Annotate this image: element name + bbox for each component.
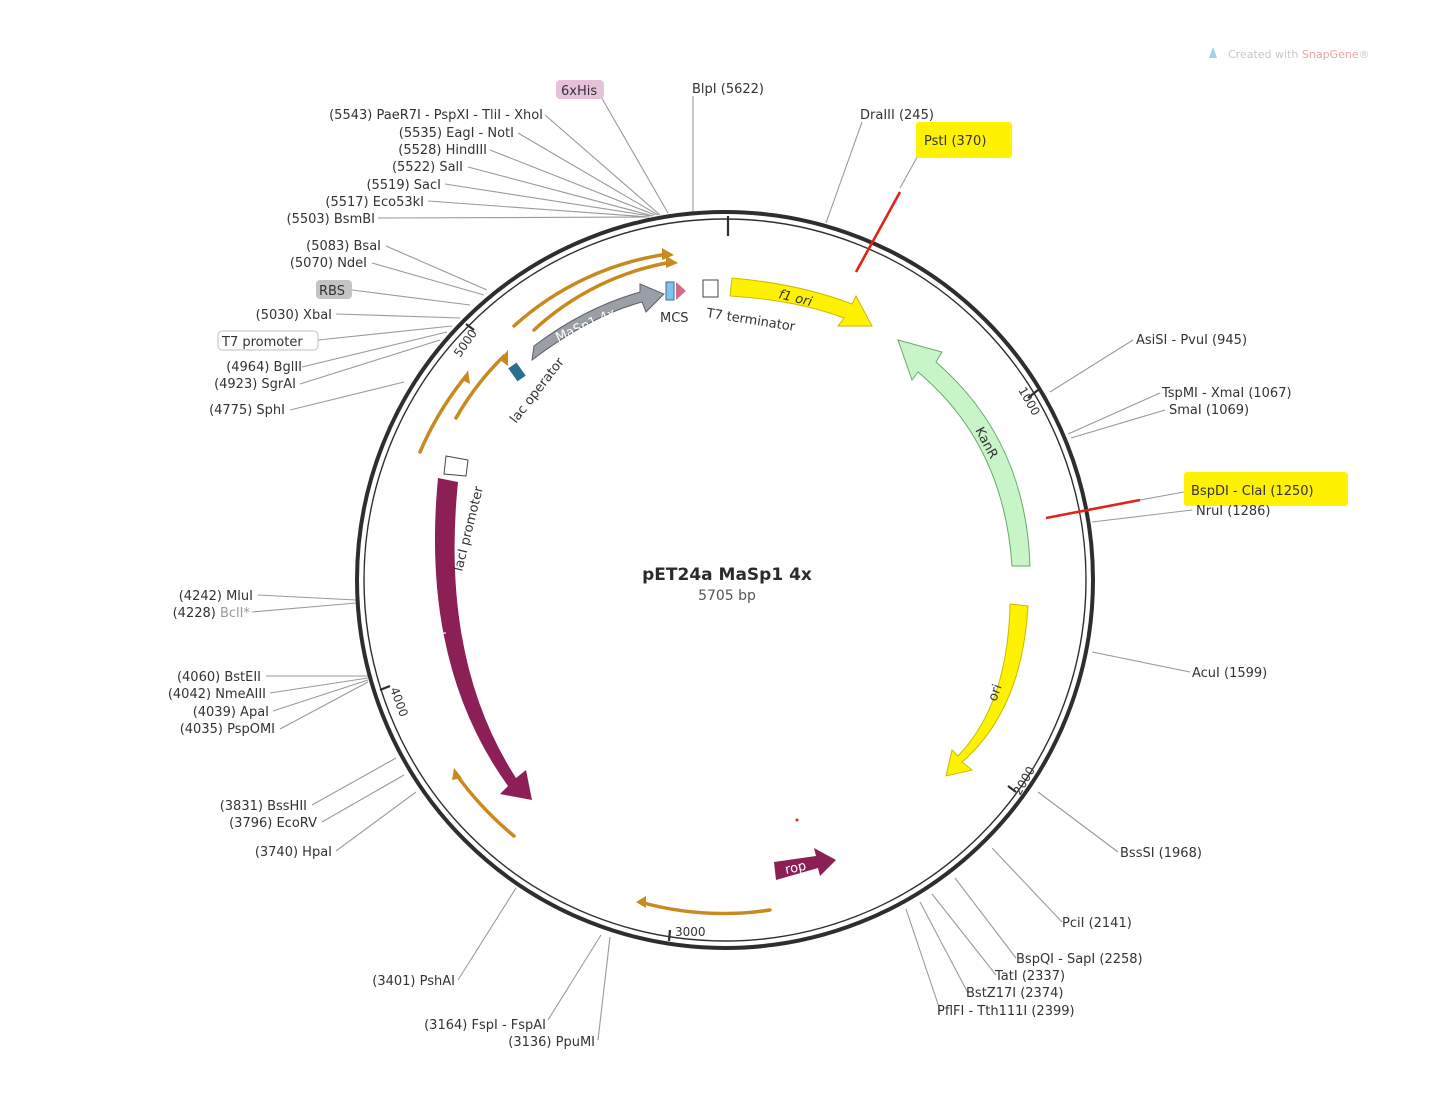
orf-arrow xyxy=(454,354,506,420)
feature-label-t7-terminator: T7 terminator xyxy=(704,306,796,335)
rbs-label: RBS xyxy=(319,284,345,299)
feature-kanr: KanR xyxy=(897,339,1031,567)
site-ecorv: (3796) EcoRV xyxy=(229,816,317,831)
feature-mcs: MCS xyxy=(660,281,689,326)
feature-lac-operator: lac operator xyxy=(507,355,568,427)
site-asisi: AsiSI - PvuI (945) xyxy=(1136,333,1247,348)
sixhis-label: 6xHis xyxy=(561,84,597,99)
bspdi-highlight xyxy=(1184,472,1348,506)
site-pspomi: (4035) PspOMI xyxy=(180,722,275,737)
orf-arrow xyxy=(638,900,772,916)
site-acui: AcuI (1599) xyxy=(1192,666,1267,681)
boxed-labels: 6xHis RBS T7 promoter xyxy=(217,80,604,351)
site-bstz17i: BstZ17I (2374) xyxy=(966,986,1063,1001)
site-bglii: (4964) BglII xyxy=(226,360,302,375)
site-bspdi: BspDI - ClaI (1250) xyxy=(1191,484,1314,499)
psti-cut-line xyxy=(854,191,902,273)
left-site-labels: (5543) PaeR7I - PspXI - TliI - XhoI (553… xyxy=(168,108,595,1050)
site-eagi: (5535) EagI - NotI xyxy=(399,126,514,141)
feature-label-ori: ori xyxy=(986,682,1006,703)
site-mlui: (4242) MluI xyxy=(179,589,253,604)
plasmid-backbone xyxy=(355,210,1095,950)
plasmid-size: 5705 bp xyxy=(698,588,756,604)
orf-arrowheads xyxy=(452,248,678,908)
site-bcli-number: (4228) xyxy=(173,606,216,621)
site-hindiii: (5528) HindIII xyxy=(398,143,487,158)
t7-promoter-box xyxy=(217,330,319,351)
site-sali: (5522) SalI xyxy=(392,160,463,175)
orf-arrow xyxy=(454,772,516,838)
site-bcli: (4228) BclI* xyxy=(173,606,251,621)
site-nrui: NruI (1286) xyxy=(1196,504,1271,519)
site-blpi: BlpI (5622) xyxy=(692,82,764,97)
site-nmeaiii: (4042) NmeAIII xyxy=(168,687,266,702)
site-ndei: (5070) NdeI xyxy=(290,256,367,271)
orf-arrow xyxy=(512,252,670,328)
site-fspi: (3164) FspI - FspAI xyxy=(424,1018,546,1033)
site-smai: SmaI (1069) xyxy=(1169,403,1249,418)
feature-rop: rop xyxy=(774,848,836,880)
tick-3000 xyxy=(667,929,672,942)
site-bsssi: BssSI (1968) xyxy=(1120,846,1202,861)
site-eco53ki: (5517) Eco53kI xyxy=(325,195,424,210)
site-bspqi: BspQI - SapI (2258) xyxy=(1016,952,1143,967)
t7-promoter-label: T7 promoter xyxy=(221,335,303,350)
psti-highlight xyxy=(916,122,1012,158)
watermark-brand: SnapGene xyxy=(1302,48,1359,61)
watermark-suffix: ® xyxy=(1359,48,1370,61)
feature-label-laci: lacI xyxy=(432,631,449,655)
site-pcii: PciI (2141) xyxy=(1062,916,1132,931)
site-ppumi: (3136) PpuMI xyxy=(508,1035,595,1050)
site-sgrai: (4923) SgrAI xyxy=(214,377,296,392)
cut-lines xyxy=(854,191,1141,520)
site-bsteii: (4060) BstEII xyxy=(177,670,261,685)
site-draiii: DraIII (245) xyxy=(860,108,934,123)
tick-5000 xyxy=(465,323,475,331)
svg-text:Created with SnapGene®: Created with SnapGene® xyxy=(1228,48,1370,61)
tick-2000 xyxy=(1007,785,1017,793)
site-hpai: (3740) HpaI xyxy=(255,845,332,860)
site-pflfi: PflFI - Tth111I (2399) xyxy=(937,1004,1075,1019)
tick-label-3000: 3000 xyxy=(675,925,706,939)
sixhis-box xyxy=(556,80,604,99)
tick-label-4000: 4000 xyxy=(387,685,411,718)
tick-1000 xyxy=(1027,389,1039,399)
site-bsai: (5083) BsaI xyxy=(306,239,381,254)
feature-label-mcs: MCS xyxy=(660,311,689,326)
site-xbai: (5030) XbaI xyxy=(256,308,332,323)
site-psti: PstI (370) xyxy=(924,134,986,149)
site-saci: (5519) SacI xyxy=(366,178,441,193)
snapgene-logo-icon xyxy=(1209,47,1217,58)
bspdi-cut-line xyxy=(1045,498,1141,520)
rbs-box xyxy=(316,280,352,299)
site-tati: TatI (2337) xyxy=(994,969,1065,984)
feature-laci: lacI xyxy=(432,478,532,800)
feature-label-rop: rop xyxy=(784,859,808,878)
right-site-labels: BlpI (5622) DraIII (245) PstI (370) AsiS… xyxy=(692,82,1314,1019)
site-tspmi: TspMI - XmaI (1067) xyxy=(1161,386,1292,401)
site-pshai: (3401) PshAI xyxy=(372,974,455,989)
feature-ori: ori xyxy=(945,603,1029,777)
leader-lines xyxy=(251,94,1193,1041)
site-bsshii: (3831) BssHII xyxy=(220,799,307,814)
site-bsmbi: (5503) BsmBI xyxy=(287,212,375,227)
site-bcli-name: BclI* xyxy=(220,606,251,621)
site-paer7i: (5543) PaeR7I - PspXI - TliI - XhoI xyxy=(329,108,543,123)
tick-4000 xyxy=(379,684,391,692)
site-sphi: (4775) SphI xyxy=(209,403,285,418)
feature-label-laci-promoter: lacI promoter xyxy=(451,484,487,573)
plasmid-name: pET24a MaSp1 4x xyxy=(642,565,812,585)
orf-arrow xyxy=(532,260,674,332)
snapgene-watermark: Created with SnapGene® xyxy=(1209,47,1370,61)
site-apai: (4039) ApaI xyxy=(193,705,269,720)
red-dot xyxy=(795,818,799,822)
watermark-prefix: Created with xyxy=(1228,48,1302,61)
